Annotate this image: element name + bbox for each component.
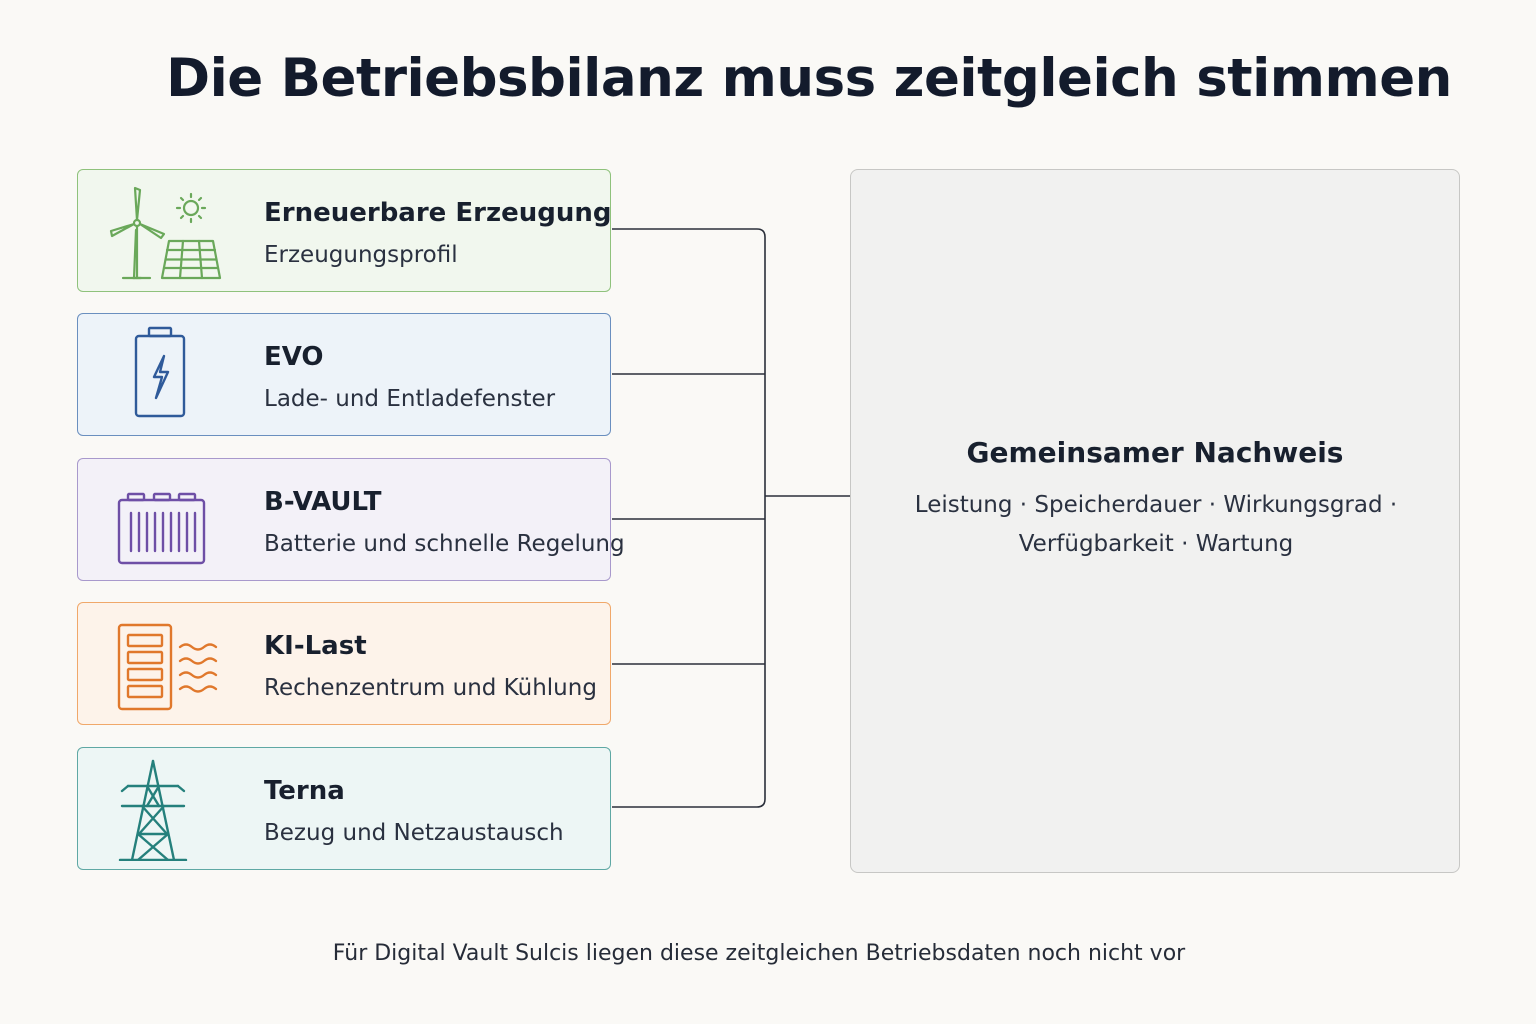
source-card-renewables: Erneuerbare Erzeugung Erzeugungsprofil [77,169,611,292]
battery-charge-icon [104,322,224,427]
page-title: Die Betriebsbilanz muss zeitgleich stimm… [166,48,1452,109]
source-description: Erzeugungsprofil [264,242,458,268]
proof-title: Gemeinsamer Nachweis [966,436,1344,469]
proof-criteria: Leistung · Speicherdauer · Wirkungsgrad … [901,486,1411,564]
source-name: KI-Last [264,631,367,661]
source-card-terna: Terna Bezug und Netzaustausch [77,747,611,870]
source-name: B-VAULT [264,487,382,517]
source-card-bvault: B-VAULT Batterie und schnelle Regelung [77,458,625,581]
battery-rack-icon [104,467,224,572]
source-name: EVO [264,342,324,372]
proof-criteria-line: Verfügbarkeit · Wartung [1018,531,1294,557]
proof-panel: Gemeinsamer Nachweis Leistung · Speicher… [850,169,1460,873]
source-description: Batterie und schnelle Regelung [264,531,625,557]
source-name: Terna [264,776,345,806]
source-description: Bezug und Netzaustausch [264,820,564,846]
transmission-tower-icon [104,756,224,861]
source-description: Lade- und Entladefenster [264,386,556,412]
proof-criteria-line: Leistung · Speicherdauer · Wirkungsgrad … [914,492,1398,518]
footnote: Für Digital Vault Sulcis liegen diese ze… [332,941,1186,966]
source-card-ai-load: KI-Last Rechenzentrum und Kühlung [77,602,611,725]
server-cooling-icon [104,611,224,716]
connector-renewables [612,228,766,808]
wind-solar-icon [104,178,224,283]
source-card-evo: EVO Lade- und Entladefenster [77,313,611,436]
source-name: Erneuerbare Erzeugung [264,198,612,228]
source-description: Rechenzentrum und Kühlung [264,675,597,701]
